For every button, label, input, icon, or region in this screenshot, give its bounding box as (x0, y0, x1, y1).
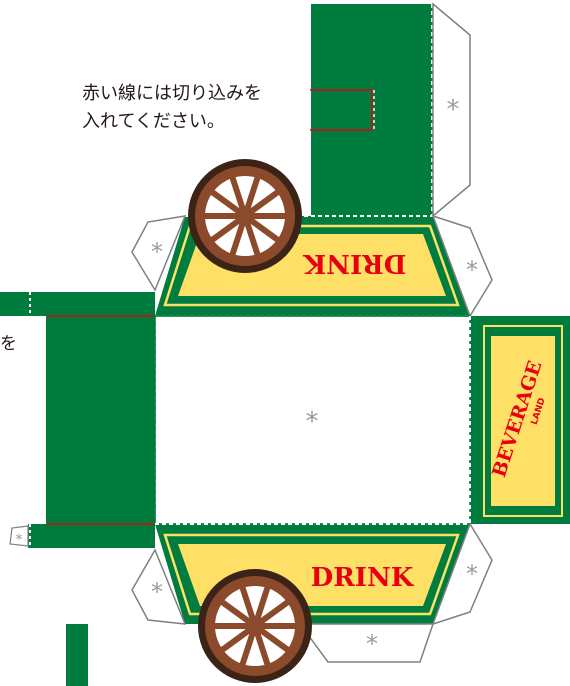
cut-line-top (310, 89, 373, 131)
glue-mark: * (447, 95, 460, 125)
wheel-lower (198, 569, 312, 683)
instruction-fragment: を (0, 334, 17, 354)
instruction-line-1: 赤い線には切り込みを (82, 83, 262, 104)
glue-mark: * (151, 238, 163, 266)
glue-mark: * (16, 532, 23, 548)
glue-flap-bottom: * (298, 623, 435, 663)
top-handle-tab (310, 4, 433, 216)
glue-mark: * (306, 407, 319, 437)
bottom-left-strip (66, 624, 88, 686)
glue-mark: * (366, 630, 378, 658)
glue-flap-upper-right: * (431, 214, 493, 318)
glue-flap-upper-left: * (131, 215, 187, 292)
glue-flap-lower-left: * (131, 548, 187, 625)
drink-label-upper: DRINK (302, 248, 406, 278)
glue-mark: * (151, 578, 163, 606)
right-brand-panel: BEVERAGE LAND (469, 316, 570, 524)
glue-mark: * (466, 256, 478, 284)
glue-flap-top-right: * (432, 2, 471, 218)
glue-mark: * (466, 560, 478, 588)
instruction-line-2: 入れてください。 (82, 111, 225, 132)
drink-label-lower: DRINK (311, 563, 415, 593)
center-floor-panel: * (154, 315, 471, 525)
glue-flap-lower-right: * (431, 522, 493, 626)
glue-flap-bottom-left-small: * (9, 525, 29, 548)
cut-instruction-note: 赤い線には切り込みを 入れてください。 (82, 80, 262, 136)
left-side-panel (0, 292, 155, 548)
wheel-upper (188, 159, 302, 273)
